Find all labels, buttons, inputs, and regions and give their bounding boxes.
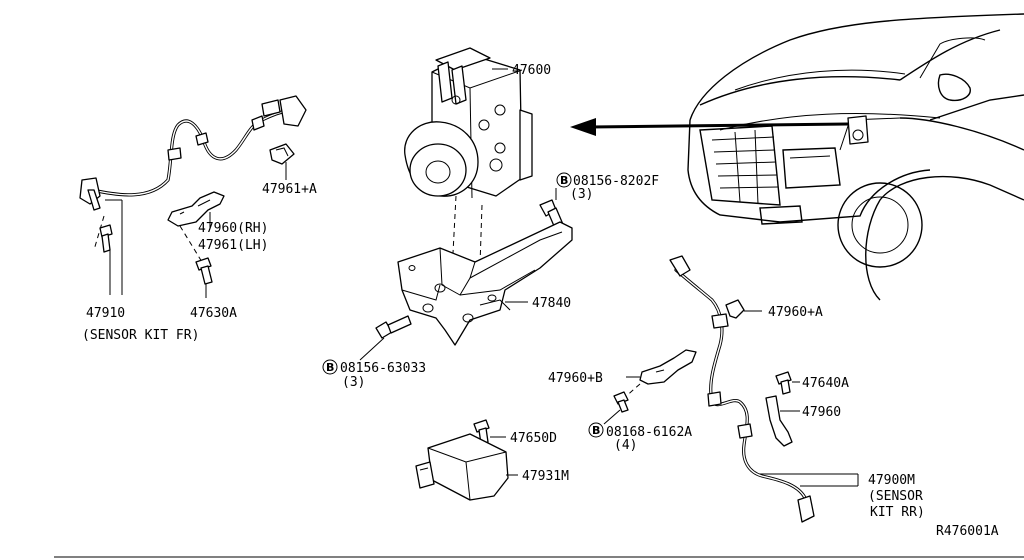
label-47960: 47960 [802, 405, 841, 420]
label-08156-8202F-qty: (3) [570, 187, 593, 202]
bolt-47640A [775, 371, 792, 395]
rear-sensor-cable [669, 255, 815, 523]
bolt-front-sensor [99, 224, 113, 253]
label-47650D: 47650D [510, 431, 557, 446]
bolt-mark-b-8202F [556, 172, 572, 188]
label-47640A: 47640A [802, 376, 849, 391]
label-08168-6162A: 08168-6162A [606, 425, 692, 440]
bolt-mark-b-6162A [588, 422, 604, 438]
label-08156-63033: 08156-63033 [340, 361, 426, 376]
label-47600: 47600 [512, 63, 551, 78]
bolt-mark-text: B [326, 361, 334, 374]
bracket-47960 [765, 395, 793, 447]
bracket-47840 [397, 221, 573, 346]
label-08156-63033-qty: (3) [342, 375, 365, 390]
front-sensor-cable [79, 95, 307, 211]
bolt-mark-text: B [560, 174, 568, 187]
label-47840: 47840 [532, 296, 571, 311]
clip-47960A [725, 299, 745, 319]
label-47961A: 47961+A [262, 182, 317, 197]
vehicle-front-illustration [687, 13, 1024, 301]
label-47900M-desc1: (SENSOR [868, 489, 923, 504]
bracket-47960RH-47961LH [167, 191, 225, 227]
bolt-47650D [473, 419, 490, 445]
bolt-47630A [195, 257, 213, 285]
label-08168-6162A-qty: (4) [614, 438, 637, 453]
label-47960B: 47960+B [548, 371, 603, 386]
label-47900M-desc2: KIT RR) [870, 505, 925, 520]
bolt-mark-b-63033 [322, 359, 338, 375]
label-47910-desc: (SENSOR KIT FR) [82, 328, 199, 343]
label-47931M: 47931M [522, 469, 569, 484]
location-arrow [570, 118, 849, 136]
bolt-08168-6162A [613, 391, 629, 413]
label-47630A: 47630A [190, 306, 237, 321]
control-module-47931M [415, 433, 509, 501]
label-47961LH: 47961(LH) [198, 238, 268, 253]
label-47960A: 47960+A [768, 305, 823, 320]
label-08156-8202F: 08156-8202F [573, 174, 659, 189]
label-47900M: 47900M [868, 473, 915, 488]
abs-actuator-47600 [404, 47, 533, 199]
bolt-08156-63033 [375, 315, 412, 339]
clip-47961A [269, 143, 295, 165]
bolt-mark-text: B [592, 424, 600, 437]
bracket-47960B [639, 349, 697, 385]
label-47960RH: 47960(RH) [198, 221, 268, 236]
label-47910: 47910 [86, 306, 125, 321]
diagram-reference-code: R476001A [936, 524, 999, 539]
